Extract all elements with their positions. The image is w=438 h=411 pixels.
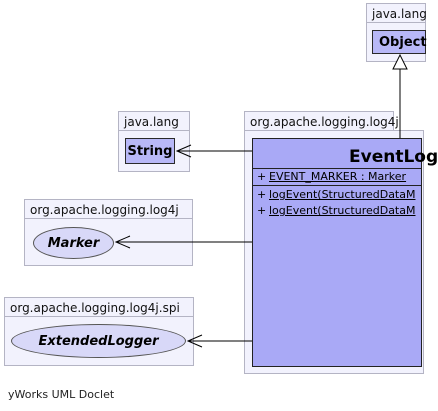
class-divider (253, 168, 421, 169)
dependency-extendedlogger-arrowhead (186, 334, 203, 348)
visibility: + (257, 188, 267, 201)
field-event-marker: +EVENT_MARKER : Marker (257, 170, 406, 183)
field-text: EVENT_MARKER : Marker (269, 170, 407, 183)
package-label: java.lang (366, 3, 427, 23)
dependency-marker-arrowhead (114, 235, 131, 249)
method-text: logEvent(StructuredDataM (269, 204, 416, 217)
eventlog-class[interactable]: EventLog +EVENT_MARKER : Marker +logEven… (252, 138, 438, 367)
relationship-lines (114, 53, 408, 348)
eventlog-class-name: EventLog (349, 147, 438, 167)
method-text: logEvent(StructuredDataM (269, 188, 416, 201)
method-log-event-2: +logEvent(StructuredDataM (257, 204, 415, 217)
class-divider (253, 185, 421, 186)
method-log-event-1: +logEvent(StructuredDataM (257, 188, 415, 201)
extendedlogger-interface[interactable]: ExtendedLogger (11, 324, 186, 358)
footer-credit: yWorks UML Doclet (8, 388, 115, 401)
visibility: + (257, 170, 267, 183)
object-class[interactable]: Object (372, 30, 427, 54)
package-label: org.apache.logging.log4j (24, 199, 193, 219)
visibility: + (257, 204, 267, 217)
dependency-string-arrowhead (175, 144, 192, 158)
string-class[interactable]: String (125, 138, 175, 164)
marker-interface[interactable]: Marker (33, 227, 114, 259)
generalization-arrowhead (392, 53, 408, 70)
